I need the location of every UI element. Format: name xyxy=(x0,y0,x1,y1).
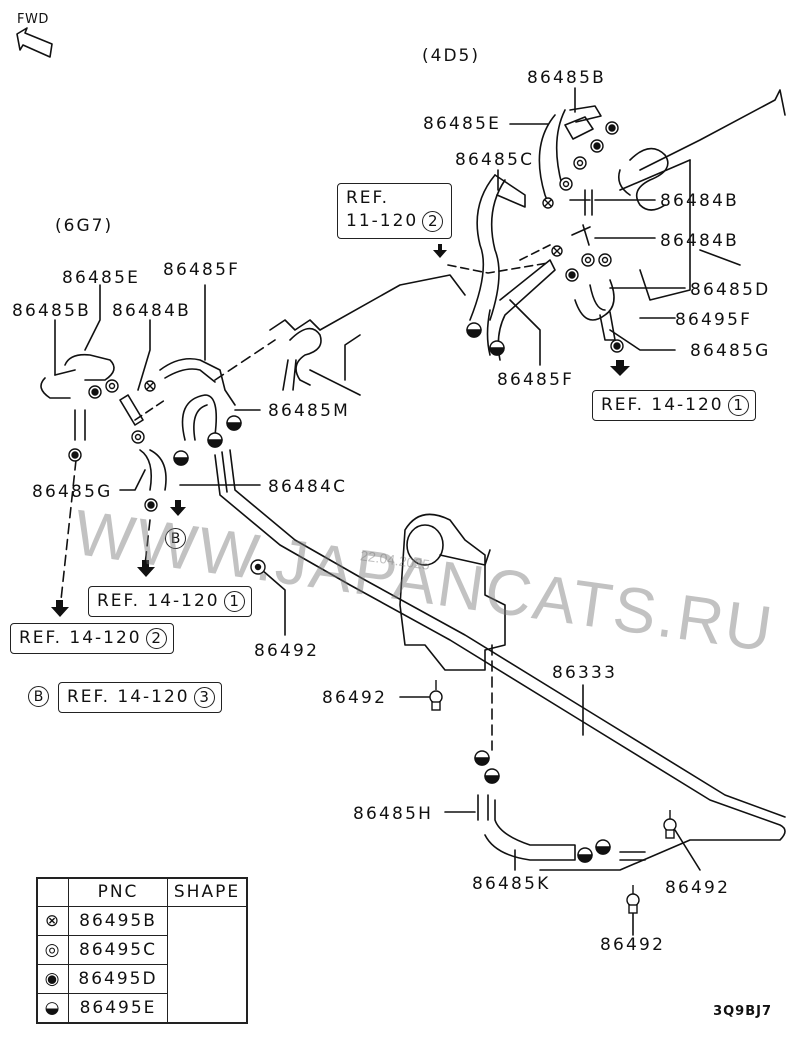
double-circle-icon xyxy=(598,253,612,267)
half-filled-circle-icon xyxy=(577,847,593,863)
part-label[interactable]: 86492 xyxy=(600,935,666,955)
bolt-icon xyxy=(626,885,640,914)
part-label[interactable]: 86485E xyxy=(62,268,141,288)
filled-dot-circle-icon xyxy=(565,268,579,282)
arrow-up-icon xyxy=(433,244,447,258)
part-label[interactable]: 86485F xyxy=(497,370,575,390)
half-filled-circle-icon xyxy=(173,450,189,466)
reference-box[interactable]: REF. 14-120 3 xyxy=(58,682,222,713)
part-label[interactable]: 86485G xyxy=(690,341,771,361)
reference-text: REF. 14-120 xyxy=(97,591,220,611)
forward-arrow-icon xyxy=(16,27,53,58)
arrow-down-icon xyxy=(610,360,630,376)
arrow-down-icon xyxy=(51,600,69,617)
half-filled-circle-icon xyxy=(595,839,611,855)
half-filled-circle-icon xyxy=(474,750,490,766)
reference-text: REF. 14-120 xyxy=(601,395,724,415)
reference-box[interactable]: REF. 11-120 2 xyxy=(337,183,453,239)
reference-index: 2 xyxy=(145,628,167,649)
part-label[interactable]: 86485E xyxy=(423,114,502,134)
part-label[interactable]: 86484C xyxy=(268,477,348,497)
part-label[interactable]: 86485M xyxy=(268,401,350,421)
reference-text: REF. xyxy=(346,188,390,208)
half-filled-circle-icon xyxy=(489,340,505,356)
part-label[interactable]: 86492 xyxy=(665,878,731,898)
double-circle-icon: ◎ xyxy=(36,935,69,965)
legend-header-symbol xyxy=(36,877,69,907)
crossed-circle-icon xyxy=(551,245,563,257)
part-label[interactable]: 86485B xyxy=(527,68,606,88)
reference-index: 1 xyxy=(223,591,245,612)
part-label[interactable]: 86485B xyxy=(12,301,91,321)
crossed-circle-icon xyxy=(144,380,156,392)
legend-pnc[interactable]: 86495D xyxy=(68,964,168,994)
part-label[interactable]: 86485D xyxy=(690,280,771,300)
reference-index: 2 xyxy=(422,211,444,232)
part-label[interactable]: 86492 xyxy=(322,688,388,708)
bolt-icon xyxy=(429,680,443,711)
double-circle-icon xyxy=(105,379,119,393)
crossed-circle-icon: ⊗ xyxy=(36,906,69,936)
half-filled-circle-icon xyxy=(207,432,223,448)
filled-dot-circle-icon xyxy=(88,385,102,399)
filled-dot-circle-icon: ◉ xyxy=(36,964,69,994)
legend-shape-cell xyxy=(167,906,248,1024)
reference-index: 1 xyxy=(727,395,749,416)
bolt-icon xyxy=(250,559,266,575)
double-circle-icon xyxy=(581,253,595,267)
part-label[interactable]: 86485K xyxy=(472,874,551,894)
connector-marker-b: B xyxy=(165,528,186,549)
legend-row: ◉ 86495D xyxy=(36,964,247,994)
reference-text: REF. 14-120 xyxy=(19,628,142,648)
part-label[interactable]: 86485G xyxy=(32,482,113,502)
reference-box[interactable]: REF. 14-120 1 xyxy=(592,390,756,421)
forward-label: FWD xyxy=(17,12,49,27)
part-label[interactable]: 86484B xyxy=(660,231,739,251)
filled-dot-circle-icon xyxy=(590,139,604,153)
half-filled-circle-icon xyxy=(466,322,482,338)
reference-box[interactable]: REF. 14-120 2 xyxy=(10,623,174,654)
diagram-code: 3Q9BJ7 xyxy=(713,1004,772,1019)
part-label[interactable]: 86333 xyxy=(552,663,618,683)
arrow-down-icon xyxy=(137,560,155,577)
filled-dot-circle-icon xyxy=(605,121,619,135)
engine-variant-4d5: (4D5) xyxy=(422,46,480,66)
reference-text: REF. 14-120 xyxy=(67,687,190,707)
filled-dot-circle-icon xyxy=(610,339,624,353)
half-filled-circle-icon xyxy=(484,768,500,784)
half-filled-circle-icon xyxy=(226,415,242,431)
part-label[interactable]: 86495F xyxy=(675,310,753,330)
reference-text: 11-120 xyxy=(346,211,419,231)
clamp-legend-table: PNC SHAPE ⊗ 86495B ◎ 86495C ◉ 86495D ◒ 8… xyxy=(36,877,248,1024)
double-circle-icon xyxy=(573,156,587,170)
reference-index: 3 xyxy=(193,687,215,708)
crossed-circle-icon xyxy=(542,197,554,209)
legend-row: ⊗ 86495B xyxy=(36,906,248,1024)
part-label[interactable]: 86484B xyxy=(112,301,191,321)
legend-row: ◒ 86495E xyxy=(36,993,247,1024)
filled-dot-circle-icon xyxy=(68,448,82,462)
legend-header-row: PNC SHAPE xyxy=(36,877,248,907)
engine-variant-6g7: (6G7) xyxy=(55,216,114,236)
part-label[interactable]: 86492 xyxy=(254,641,320,661)
filled-dot-circle-icon xyxy=(144,498,158,512)
legend-header-pnc: PNC xyxy=(68,877,168,907)
part-label[interactable]: 86485C xyxy=(455,150,535,170)
legend-pnc[interactable]: 86495B xyxy=(68,906,168,936)
double-circle-icon xyxy=(559,177,573,191)
legend-pnc[interactable]: 86495C xyxy=(68,935,168,965)
part-label[interactable]: 86485F xyxy=(163,260,241,280)
legend-pnc[interactable]: 86495E xyxy=(68,993,168,1024)
legend-header-shape: SHAPE xyxy=(167,877,248,907)
double-circle-icon xyxy=(131,430,145,444)
part-label[interactable]: 86485H xyxy=(353,804,434,824)
arrow-down-icon xyxy=(170,500,186,516)
half-filled-circle-icon: ◒ xyxy=(36,993,69,1024)
part-label[interactable]: 86484B xyxy=(660,191,739,211)
connector-marker-b: B xyxy=(28,686,49,707)
bolt-icon xyxy=(663,810,677,839)
reference-box[interactable]: REF. 14-120 1 xyxy=(88,586,252,617)
